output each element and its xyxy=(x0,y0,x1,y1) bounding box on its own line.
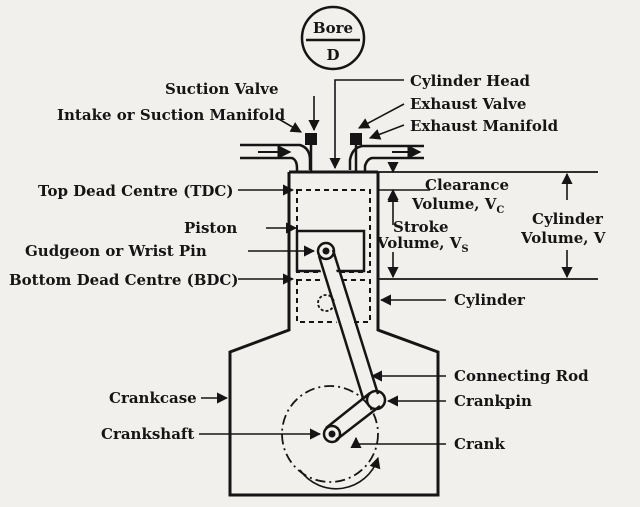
label-cylinder: Cylinder xyxy=(454,291,526,309)
label-clearance: Clearance xyxy=(425,176,509,194)
label-connecting-rod: Connecting Rod xyxy=(454,367,589,385)
gudgeon-pin xyxy=(316,241,336,261)
right-leaders xyxy=(329,79,446,449)
label-suction-valve: Suction Valve xyxy=(165,80,279,98)
label-cylinder-head: Cylinder Head xyxy=(410,72,531,90)
gudgeon-pin-bdc xyxy=(317,294,335,312)
label-tdc: Top Dead Centre (TDC) xyxy=(38,182,233,200)
label-intake-manifold: Intake or Suction Manifold xyxy=(57,106,286,124)
label-gudgeon-pin: Gudgeon or Wrist Pin xyxy=(25,242,207,260)
intake-manifold xyxy=(240,133,318,174)
crank-circle xyxy=(281,385,379,483)
label-cylinder-volume-title: Cylinder xyxy=(532,210,604,228)
rotation-arrow xyxy=(299,456,381,490)
label-crank: Crank xyxy=(454,435,505,453)
bore-symbol: D xyxy=(326,46,339,64)
label-crankpin: Crankpin xyxy=(454,392,532,410)
connecting-rod xyxy=(315,249,380,399)
label-exhaust-valve: Exhaust Valve xyxy=(410,95,526,113)
label-exhaust-manifold: Exhaust Manifold xyxy=(410,117,559,135)
label-stroke-volume: Volume, VS xyxy=(376,234,469,255)
exhaust-manifold xyxy=(348,133,424,174)
label-cylinder-volume: Volume, V xyxy=(520,229,606,247)
bore-indicator: Bore D xyxy=(300,5,366,71)
label-crankshaft: Crankshaft xyxy=(101,425,194,443)
label-bdc: Bottom Dead Centre (BDC) xyxy=(9,271,238,289)
crank-arm xyxy=(325,392,381,441)
label-stroke: Stroke xyxy=(393,218,449,236)
label-crankcase: Crankcase xyxy=(109,389,197,407)
crankcase xyxy=(228,300,440,497)
left-leaders xyxy=(199,96,322,440)
bore-label: Bore xyxy=(313,19,353,37)
volume-reference-lines xyxy=(378,171,598,280)
crankpin xyxy=(365,389,387,411)
crankshaft-center xyxy=(322,424,342,444)
label-piston: Piston xyxy=(184,219,237,237)
label-clearance-volume: Volume, VC xyxy=(411,195,504,216)
